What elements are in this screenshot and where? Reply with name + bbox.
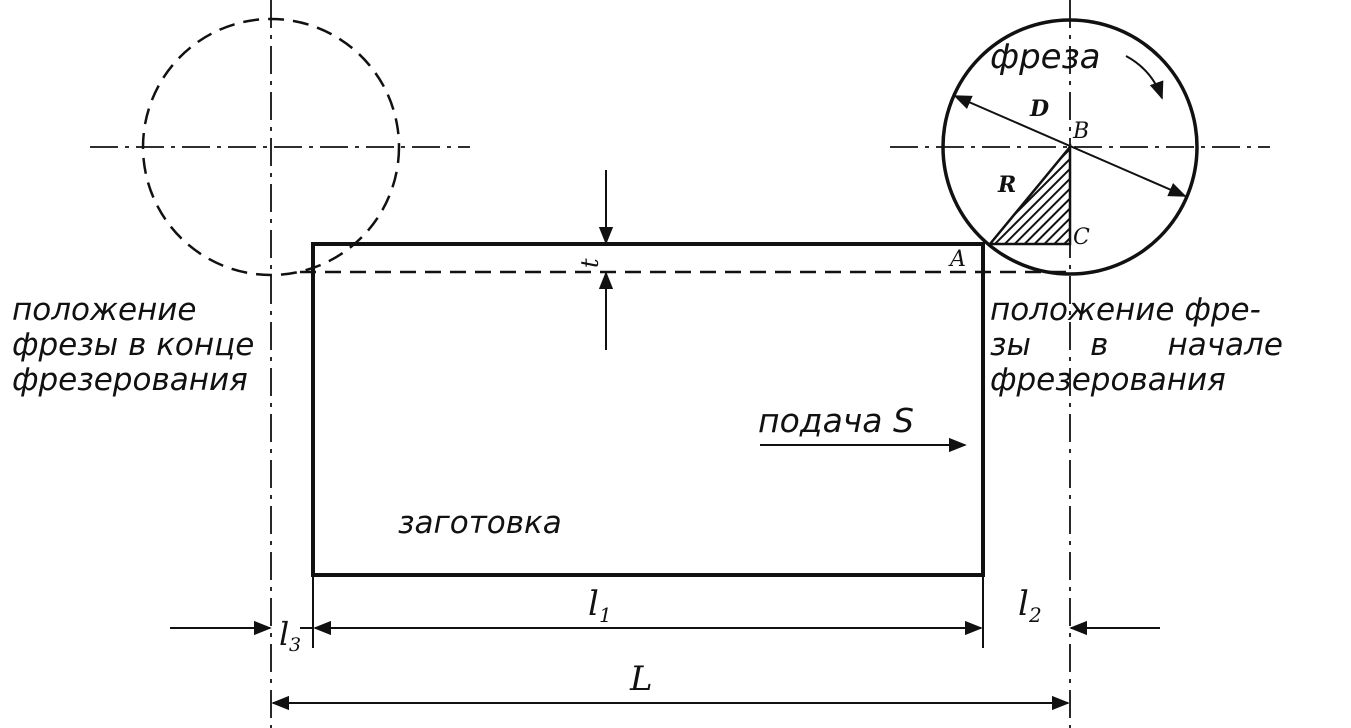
l2-label: l 2 [1018,584,1042,627]
point-b-label: B [1072,119,1089,144]
point-a-label: A [948,247,966,272]
point-c-label: C [1073,225,1090,250]
svg-text:фрезерования: фрезерования [12,362,248,398]
svg-text:положение: положение [12,292,197,328]
svg-text:l: l [1018,584,1029,624]
svg-text:l: l [588,584,599,624]
diameter-label: D [1029,96,1049,122]
workpiece-rect [311,242,985,577]
start-position-label: положение фре- зы в начале фрезерования [990,292,1283,398]
l3-label: l 3 [279,615,301,656]
cutter-label: фреза [990,37,1100,77]
svg-text:2: 2 [1028,603,1042,627]
cutter-start-position-circle [941,18,1199,276]
radius-label: R [997,172,1016,198]
depth-t-label: t [576,258,604,268]
cutter-end-position-circle [141,17,401,277]
svg-text:фрезы в конце: фрезы в конце [12,327,254,363]
rotation-arrow [1125,55,1164,100]
svg-text:3: 3 [289,634,301,656]
svg-text:фрезерования: фрезерования [990,362,1226,398]
diameter-arrow [953,95,1187,197]
svg-text:1: 1 [599,603,612,627]
svg-text:положение фре-: положение фре- [990,292,1261,328]
workpiece-label: заготовка [398,505,562,541]
total-length-label: L [629,659,653,699]
end-position-label: положение фрезы в конце фрезерования [12,292,254,398]
feed-label: подача S [758,401,914,440]
l1-label: l 1 [588,584,612,627]
svg-text:зы в начале: зы в начале [990,327,1283,363]
svg-text:l: l [279,615,289,653]
